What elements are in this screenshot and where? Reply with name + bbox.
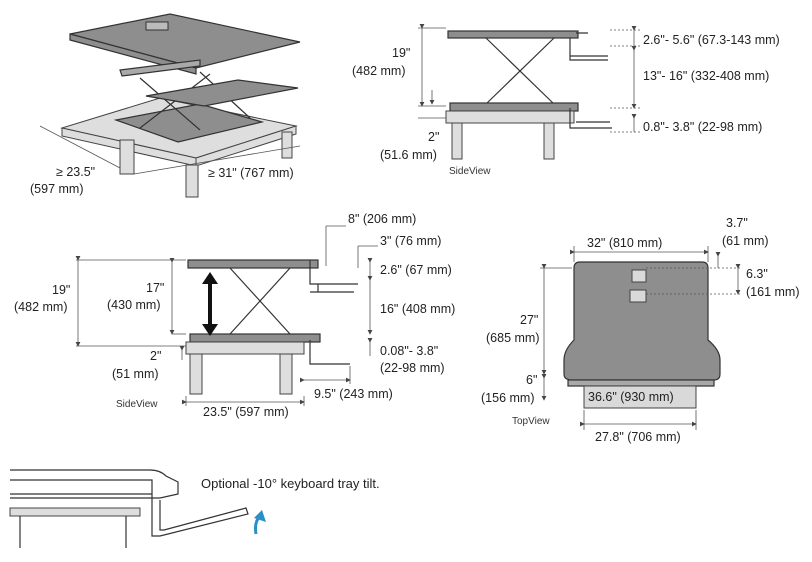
- side2-height-label: 19": [52, 283, 70, 297]
- iso-width-label: ≥ 31" (767 mm): [208, 166, 294, 180]
- side1-mid-range-label: 13"- 16" (332-408 mm): [643, 69, 769, 83]
- top-cut-label: 6.3": [746, 267, 768, 281]
- side2-bottom-label: 0.08"- 3.8": [380, 344, 438, 358]
- side2-tray-depth-label: 8" (206 mm): [348, 212, 416, 226]
- top-tray-label: 6": [526, 373, 537, 387]
- iso-depth-label: ≥ 23.5": [56, 165, 95, 179]
- side1-height-label: 19": [392, 46, 410, 60]
- top-depth-mm-label: (685 mm): [486, 331, 539, 345]
- top-caption: TopView: [512, 416, 550, 427]
- top-notch-label: 3.7": [726, 216, 748, 230]
- side-view-1: [418, 24, 640, 160]
- side1-base-mm-label: (51.6 mm): [380, 148, 437, 162]
- side2-mid-label: 16" (408 mm): [380, 302, 455, 316]
- side2-clamp-label: 9.5" (243 mm): [314, 387, 393, 401]
- top-width-label: 32" (810 mm): [587, 236, 662, 250]
- side2-base-label: 2": [150, 349, 161, 363]
- side2-tray-lip-label: 3" (76 mm): [380, 234, 441, 248]
- tilt-note: Optional -10° keyboard tray tilt.: [201, 476, 380, 491]
- side2-bottom-mm-label: (22-98 mm): [380, 361, 445, 375]
- side1-height-mm-label: (482 mm): [352, 64, 405, 78]
- side2-lift-label: 17": [146, 281, 164, 295]
- top-tray-mm-label: (156 mm): [481, 391, 534, 405]
- side2-width-label: 23.5" (597 mm): [203, 405, 289, 419]
- top-depth-label: 27": [520, 313, 538, 327]
- side-view-2: [75, 225, 378, 406]
- side1-top-range-label: 2.6"- 5.6" (67.3-143 mm): [643, 33, 780, 47]
- side2-base-mm-label: (51 mm): [112, 367, 159, 381]
- top-base-width-label: 27.8" (706 mm): [595, 430, 681, 444]
- top-tray-width-label: 36.6" (930 mm): [588, 390, 674, 404]
- side2-caption: SideView: [116, 399, 158, 410]
- top-view: [540, 246, 742, 430]
- side1-bottom-range-label: 0.8"- 3.8" (22-98 mm): [643, 120, 762, 134]
- side2-lift-mm-label: (430 mm): [107, 298, 160, 312]
- side1-base-label: 2": [428, 130, 439, 144]
- tilt-detail: [9, 469, 266, 548]
- top-notch-mm-label: (61 mm): [722, 234, 769, 248]
- side1-caption: SideView: [449, 166, 491, 177]
- iso-depth-mm-label: (597 mm): [30, 182, 83, 196]
- isometric-view: [39, 13, 301, 198]
- top-cut-mm-label: (161 mm): [746, 285, 799, 299]
- side2-top-label: 2.6" (67 mm): [380, 263, 452, 277]
- side2-height-mm-label: (482 mm): [14, 300, 67, 314]
